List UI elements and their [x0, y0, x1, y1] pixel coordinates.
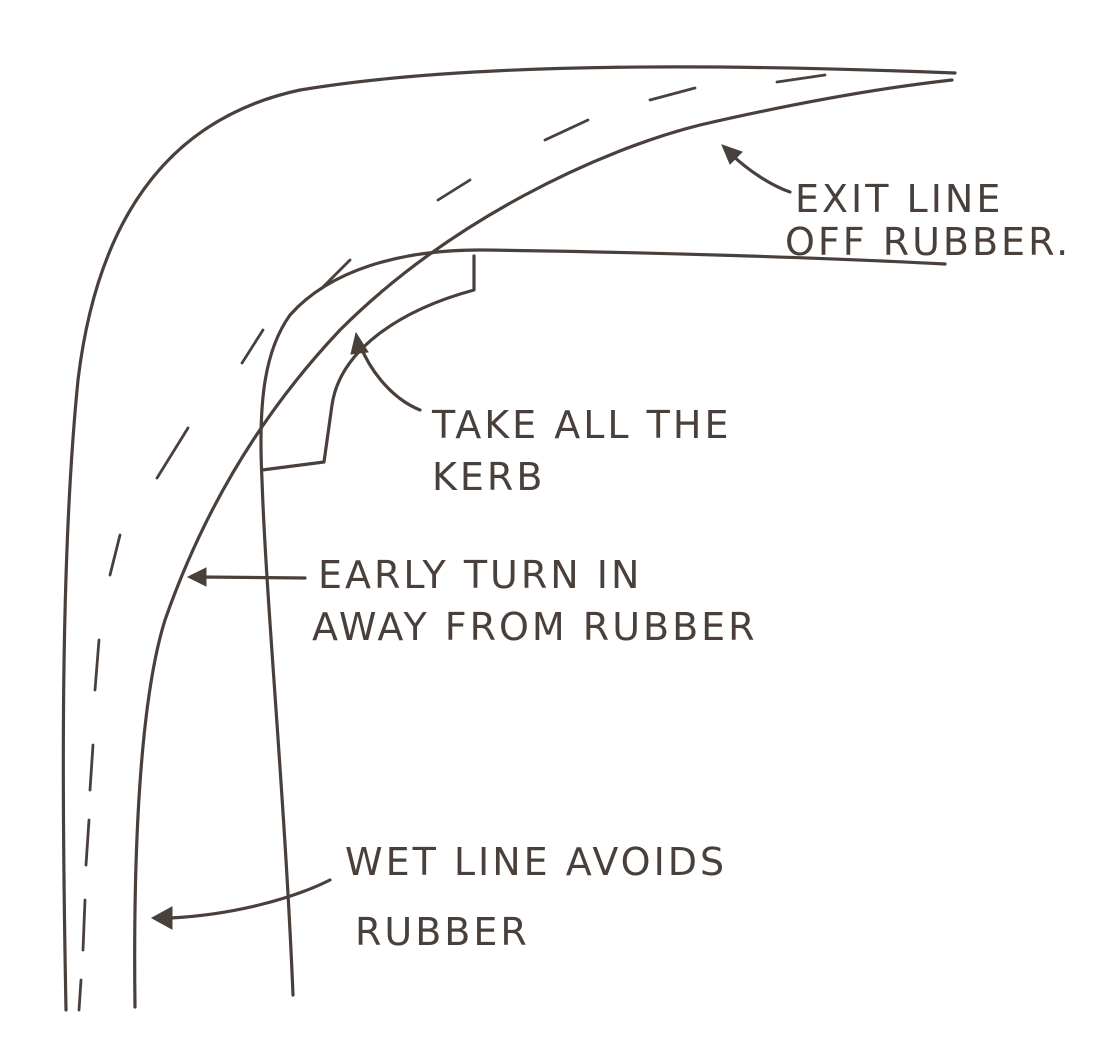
kerb-arrow	[350, 331, 422, 412]
exit-line-label-1: EXIT LINE	[795, 177, 1003, 221]
inner-track-edge	[259, 248, 947, 997]
exit-line-label-2: OFF RUBBER.	[785, 220, 1071, 264]
early-turn-arrow	[186, 567, 307, 587]
early-turn-label-2: AWAY FROM RUBBER	[312, 605, 758, 649]
early-turn-label-1: EARLY TURN IN	[318, 553, 642, 597]
exit-line-arrow	[721, 144, 792, 194]
outer-track-edge	[61, 65, 957, 1012]
kerb-label-1: TAKE ALL THE	[431, 403, 731, 447]
wet-line-arrow	[150, 878, 332, 930]
wet-line-label-2: RUBBER	[355, 910, 530, 954]
dry-racing-line-dashed	[77, 73, 827, 1012]
wet-racing-line	[133, 78, 954, 1009]
wet-line-label-1: WET LINE AVOIDS	[345, 840, 727, 884]
kerb-label-2: KERB	[432, 455, 545, 499]
kerb-outline	[260, 254, 476, 472]
